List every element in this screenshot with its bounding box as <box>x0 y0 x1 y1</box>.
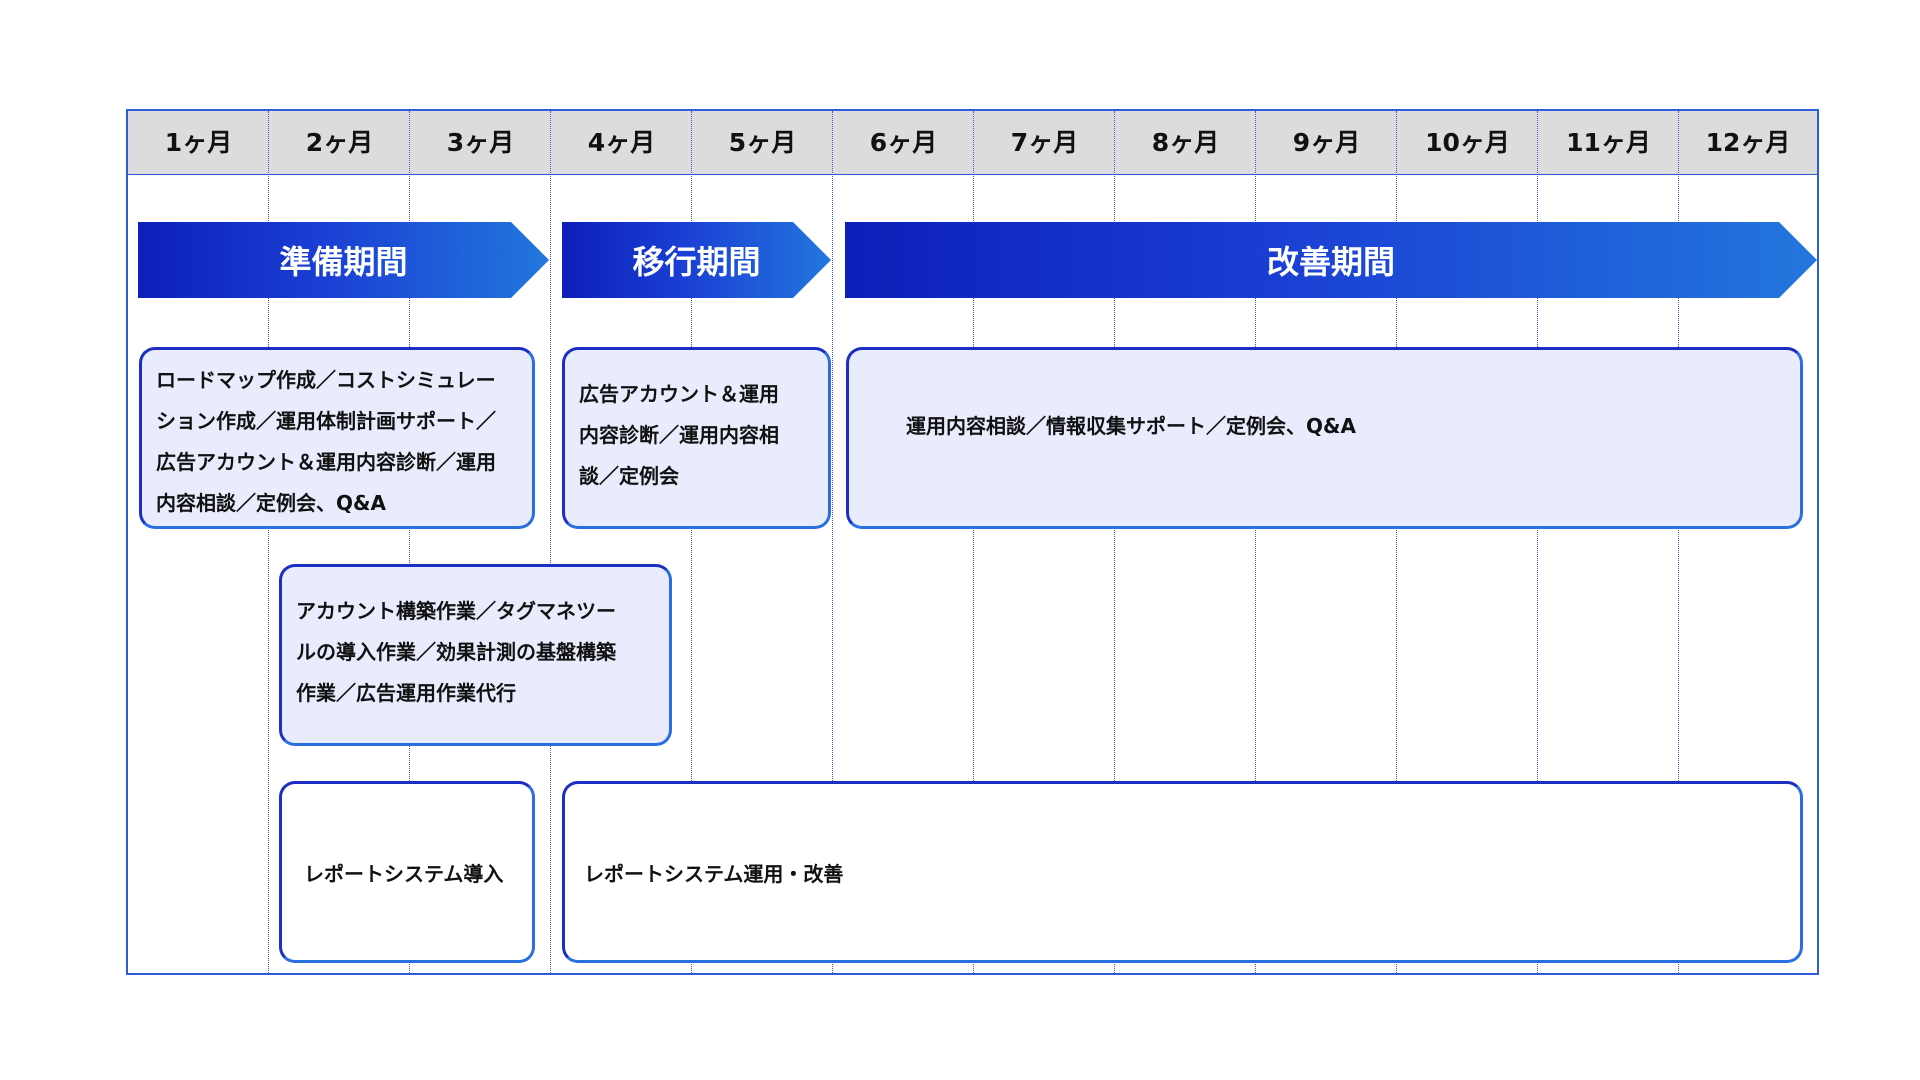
month-divider <box>268 111 269 973</box>
task-text-line: 談／定例会 <box>579 464 679 488</box>
month-label-1: 1ヶ月 <box>164 128 233 157</box>
month-divider <box>409 111 410 973</box>
month-divider <box>550 111 551 973</box>
month-label-8: 8ヶ月 <box>1151 128 1220 157</box>
month-divider <box>832 111 833 973</box>
task-text-line: 広告アカウント＆運用内容診断／運用 <box>156 450 496 474</box>
month-divider <box>1537 111 1538 973</box>
month-label-4: 4ヶ月 <box>587 128 656 157</box>
task-box-report-system-operation: レポートシステム運用・改善 <box>562 781 1803 963</box>
month-label-12: 12ヶ月 <box>1705 128 1791 157</box>
month-divider <box>1396 111 1397 973</box>
task-text-line: 広告アカウント＆運用 <box>579 382 779 406</box>
task-box-account-setup: アカウント構築作業／タグマネツー ルの導入作業／効果計測の基盤構築 作業／広告運… <box>279 564 672 746</box>
month-divider <box>973 111 974 973</box>
task-text-line: 作業／広告運用作業代行 <box>296 681 516 705</box>
task-text-line: アカウント構築作業／タグマネツー <box>296 599 616 623</box>
phase-label: 移行期間 <box>632 243 761 281</box>
month-label-10: 10ヶ月 <box>1425 128 1510 157</box>
task-text-line: ルの導入作業／効果計測の基盤構築 <box>296 640 616 664</box>
month-label-6: 6ヶ月 <box>869 128 938 157</box>
month-label-3: 3ヶ月 <box>446 128 515 157</box>
month-label-11: 11ヶ月 <box>1566 128 1651 157</box>
phase-arrow-improvement: 改善期間 <box>845 222 1817 298</box>
task-box-report-system-introduction: レポートシステム導入 <box>279 781 535 963</box>
month-label-2: 2ヶ月 <box>305 128 374 157</box>
month-divider <box>1255 111 1256 973</box>
month-divider <box>691 111 692 973</box>
task-text-line: レポートシステム導入 <box>304 862 504 886</box>
month-divider <box>1678 111 1679 973</box>
task-box-transition-consulting: 広告アカウント＆運用 内容診断／運用内容相 談／定例会 <box>562 347 831 529</box>
month-divider <box>1114 111 1115 973</box>
task-text-line: ション作成／運用体制計画サポート／ <box>156 409 496 433</box>
task-text-line: ロードマップ作成／コストシミュレー <box>156 368 496 392</box>
roadmap-board: 1ヶ月 2ヶ月 3ヶ月 4ヶ月 5ヶ月 6ヶ月 7ヶ月 8ヶ月 9ヶ月 10ヶ月… <box>126 109 1819 975</box>
phase-label: 改善期間 <box>1266 243 1395 281</box>
task-box-preparation-consulting: ロードマップ作成／コストシミュレー ション作成／運用体制計画サポート／ 広告アカ… <box>139 347 535 529</box>
task-text-line: 内容相談／定例会、Q&A <box>156 491 386 515</box>
task-text-line: レポートシステム運用・改善 <box>584 862 844 886</box>
month-label-5: 5ヶ月 <box>728 128 797 157</box>
phase-arrow-preparation: 準備期間 <box>138 222 549 298</box>
month-label-9: 9ヶ月 <box>1292 128 1361 157</box>
month-label-7: 7ヶ月 <box>1010 128 1079 157</box>
phase-arrow-transition: 移行期間 <box>562 222 831 298</box>
phase-label: 準備期間 <box>279 243 408 281</box>
task-text-line: 運用内容相談／情報収集サポート／定例会、Q&A <box>906 414 1356 438</box>
task-text-line: 内容診断／運用内容相 <box>579 423 779 447</box>
task-box-improvement-consulting: 運用内容相談／情報収集サポート／定例会、Q&A <box>846 347 1803 529</box>
